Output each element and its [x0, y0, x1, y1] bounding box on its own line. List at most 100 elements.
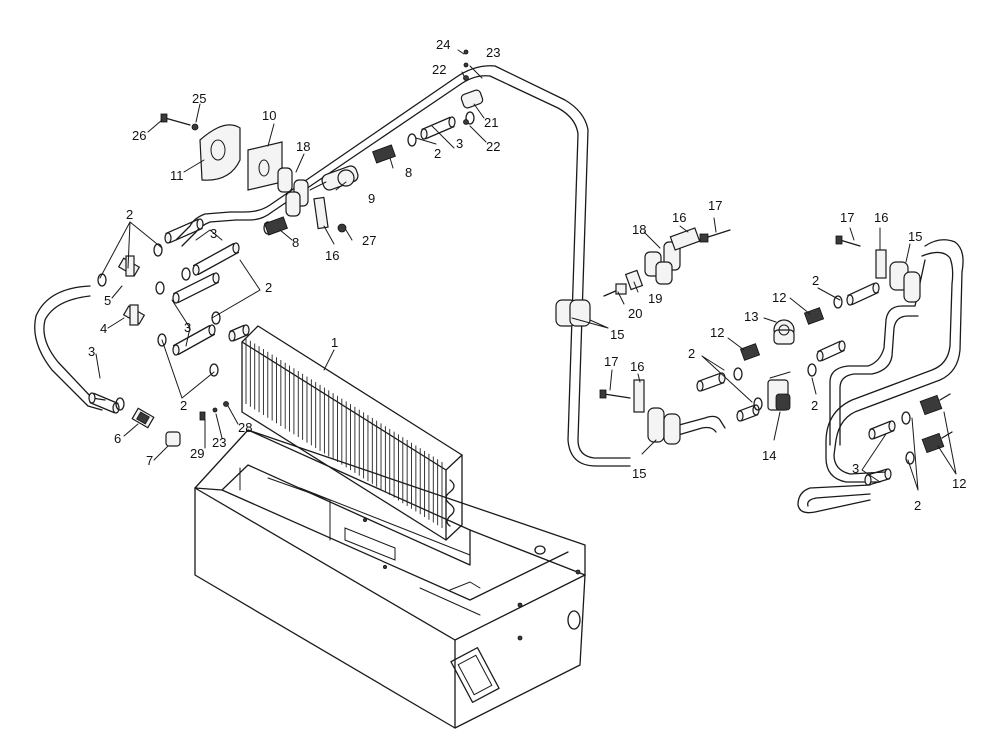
callout-24: 24: [436, 37, 450, 52]
washer-23-top: [463, 62, 469, 68]
callout-11: 11: [170, 168, 184, 183]
callout-15: 15: [908, 229, 922, 244]
fitting-8-left: [264, 216, 288, 236]
fitting-12-a: [803, 307, 825, 325]
hose-segment: [846, 282, 880, 306]
callout-5: 5: [104, 293, 111, 308]
fitting-8-top: [372, 144, 396, 164]
washer-22-top: [463, 75, 469, 81]
tee-fitting-5: [117, 255, 141, 277]
callout-3: 3: [184, 320, 191, 335]
o-ring: [407, 133, 417, 147]
hose-segment: [864, 468, 892, 486]
o-ring: [905, 451, 915, 465]
clamp-15-mid: [555, 299, 591, 327]
cap-7: [165, 431, 181, 447]
shim-16-left: [313, 196, 329, 230]
right-loop-pipe: [797, 239, 964, 514]
housing-box: [194, 429, 586, 729]
shim-16-lower: [633, 379, 645, 413]
callout-23: 23: [212, 435, 226, 450]
callout-19: 19: [648, 291, 662, 306]
callout-8: 8: [292, 235, 299, 250]
callout-20: 20: [628, 306, 642, 321]
callout-17: 17: [840, 210, 854, 225]
drain-valve-6: [131, 407, 155, 429]
fitting-21: [460, 89, 484, 109]
callout-4: 4: [100, 321, 107, 336]
callout-16: 16: [672, 210, 686, 225]
callout-18: 18: [296, 139, 310, 154]
hose-segment: [164, 218, 204, 244]
fittings: [117, 49, 953, 454]
fitting-12-d: [921, 432, 945, 454]
valve-9: [309, 165, 359, 191]
callout-28: 28: [238, 420, 252, 435]
callout-27: 27: [362, 233, 376, 248]
callout-16: 16: [630, 359, 644, 374]
shim-16-top: [669, 227, 701, 251]
callout-8: 8: [405, 165, 412, 180]
callout-2: 2: [265, 280, 272, 295]
shim-16-right: [875, 249, 887, 279]
bolt-26: [160, 113, 199, 131]
callout-9: 9: [368, 191, 375, 206]
tee-fitting-4: [122, 304, 146, 326]
washer-22-right: [463, 119, 469, 125]
callout-14: 14: [762, 448, 776, 463]
hose-segment: [172, 272, 220, 304]
o-ring: [833, 295, 843, 309]
bolt-17-top: [699, 229, 731, 243]
o-ring: [97, 273, 107, 287]
hose-segment: [88, 392, 120, 414]
o-ring: [181, 267, 191, 281]
o-ring: [733, 367, 743, 381]
top-main-pipe: [229, 65, 726, 467]
callout-15: 15: [632, 466, 646, 481]
callout-21: 21: [484, 115, 498, 130]
callout-labels: 1 2 2 2 2 2 2 2 2 3 3 3 3 3 4 5 6 7 8 8 …: [88, 37, 966, 513]
o-ring: [115, 397, 125, 411]
callout-22: 22: [432, 62, 446, 77]
o-ring: [901, 411, 911, 425]
callout-2: 2: [434, 146, 441, 161]
clamp-18-left: [277, 167, 309, 217]
plate-11: [199, 124, 241, 181]
callout-25: 25: [192, 91, 206, 106]
solenoid-valve-14: [767, 371, 791, 411]
callout-17: 17: [604, 354, 618, 369]
callout-3: 3: [210, 226, 217, 241]
o-ring: [465, 111, 475, 125]
o-ring: [209, 363, 219, 377]
callout-2: 2: [914, 498, 921, 513]
screw-29: [199, 411, 206, 421]
hose-segment: [736, 404, 760, 422]
hose-segment: [172, 324, 216, 356]
hose-segment: [420, 116, 456, 140]
callout-15: 15: [610, 327, 624, 342]
o-ring: [157, 333, 167, 347]
o-ring: [155, 281, 165, 295]
callout-3: 3: [852, 461, 859, 476]
callout-3: 3: [456, 136, 463, 151]
callout-23: 23: [486, 45, 500, 60]
callout-12: 12: [952, 476, 966, 491]
callout-2: 2: [180, 398, 187, 413]
o-ring: [153, 243, 163, 257]
callout-1: 1: [331, 335, 338, 350]
callout-3: 3: [88, 344, 95, 359]
o-ring: [807, 363, 817, 377]
fitting-12-c: [919, 394, 943, 416]
callout-12: 12: [772, 290, 786, 305]
callout-18: 18: [632, 222, 646, 237]
bolt-17-lower: [599, 389, 631, 399]
callout-13: 13: [744, 309, 758, 324]
heater-core: [241, 325, 463, 541]
valve-13: [773, 319, 795, 345]
callout-16: 16: [325, 248, 339, 263]
callout-12: 12: [710, 325, 724, 340]
callout-22: 22: [486, 139, 500, 154]
o-ring: [753, 397, 763, 411]
hoses-and-orings: [88, 111, 915, 486]
callout-7: 7: [146, 453, 153, 468]
